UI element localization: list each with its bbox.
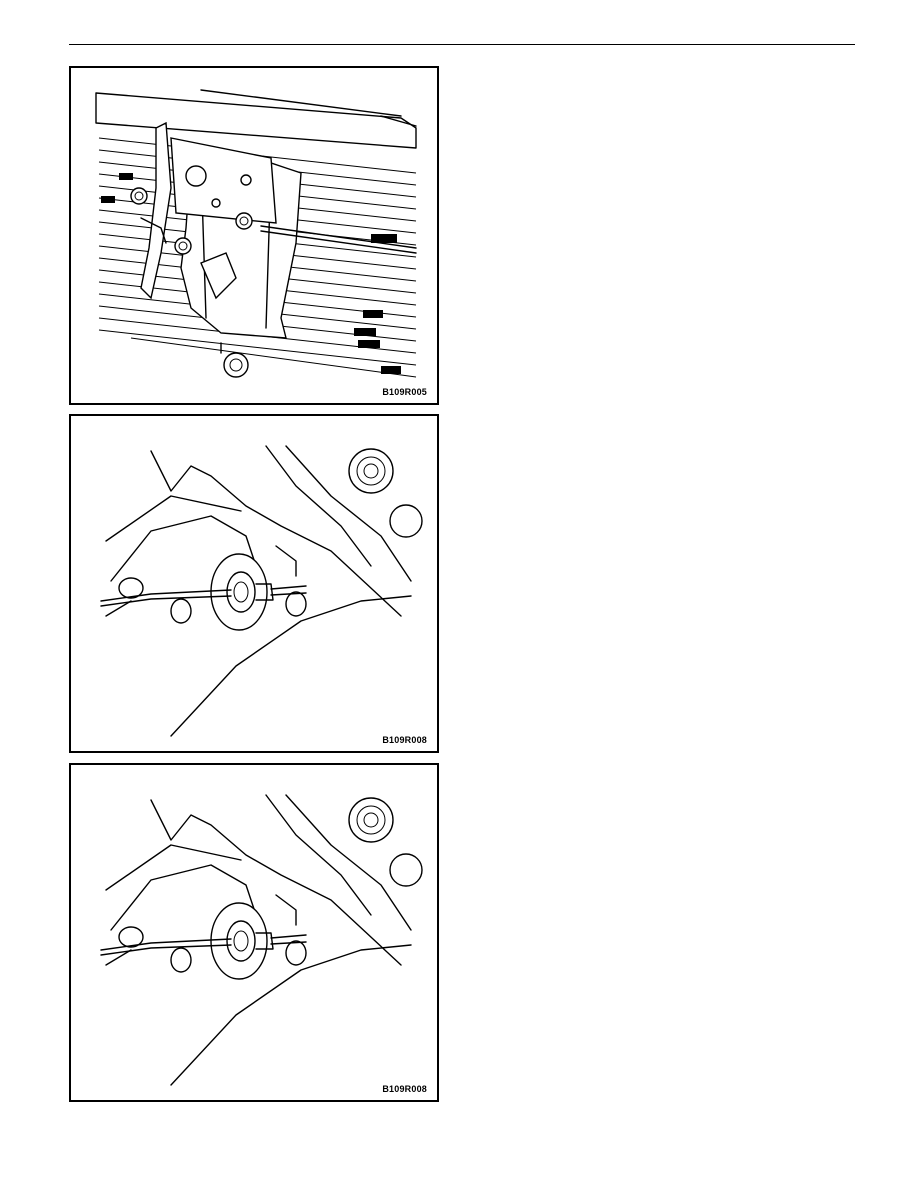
figure-code: B109R008 [382, 735, 427, 745]
figure-code: B109R005 [382, 387, 427, 397]
release-cable-grommet-illustration-icon [100, 445, 423, 737]
release-cable-grommet-illustration-icon [100, 794, 423, 1086]
figure-cable-grommet-2: B109R008 [69, 763, 439, 1102]
hood-latch-illustration-icon [95, 89, 417, 378]
header-rule [69, 44, 855, 45]
figure-cable-grommet-1: B109R008 [69, 414, 439, 753]
figure-code: B109R008 [382, 1084, 427, 1094]
figure-hood-latch: B109R005 [69, 66, 439, 405]
